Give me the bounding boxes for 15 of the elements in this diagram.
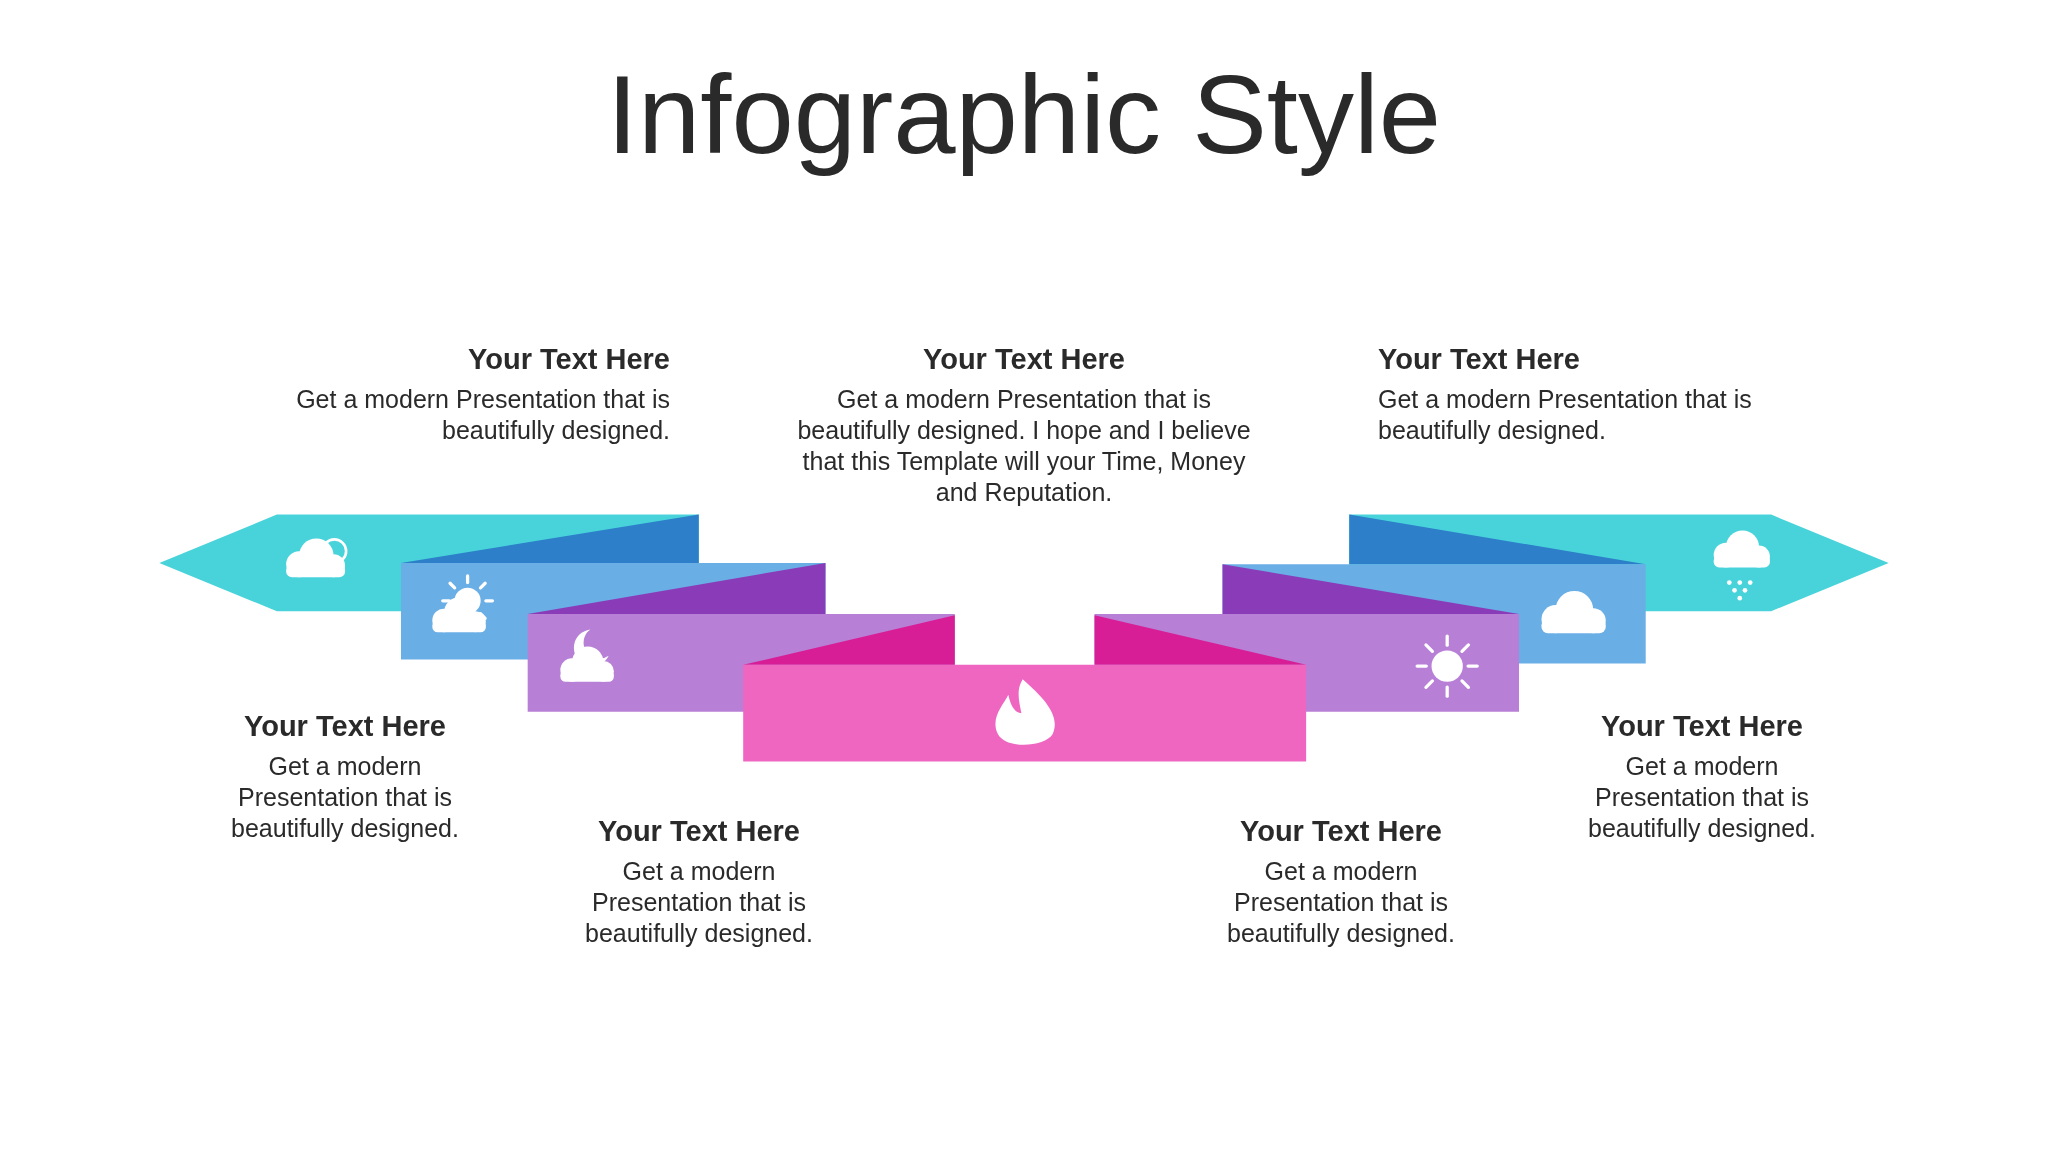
body-text: Get a modern Presentation that is beautifully designed. bbox=[295, 384, 670, 446]
heading: Your Text Here bbox=[1378, 342, 1581, 376]
body-text: Get a modern Presentation that is beautifully designed. bbox=[1378, 384, 1753, 446]
heading: Your Text Here bbox=[922, 342, 1126, 376]
body-text: Get a modern Presentation that is beautifully designed. bbox=[584, 856, 814, 949]
heading: Your Text Here bbox=[1239, 814, 1443, 848]
heading: Your Text Here bbox=[467, 342, 670, 376]
body-text: Get a modern Presentation that is beautifully designed. bbox=[1587, 751, 1817, 844]
body-text: Get a modern Presentation that is beautifully designed. bbox=[230, 751, 460, 844]
heading: Your Text Here bbox=[597, 814, 801, 848]
body-text: Get a modern Presentation that is beautifully designed. I hope and I believe that this Template will your Time, Money and Reputation. bbox=[796, 384, 1252, 508]
title: Infographic Style bbox=[605, 51, 1443, 179]
heading: Your Text Here bbox=[1600, 709, 1804, 743]
body-text: Get a modern Presentation that is beautifully designed. bbox=[1226, 856, 1456, 949]
heading: Your Text Here bbox=[243, 709, 447, 743]
